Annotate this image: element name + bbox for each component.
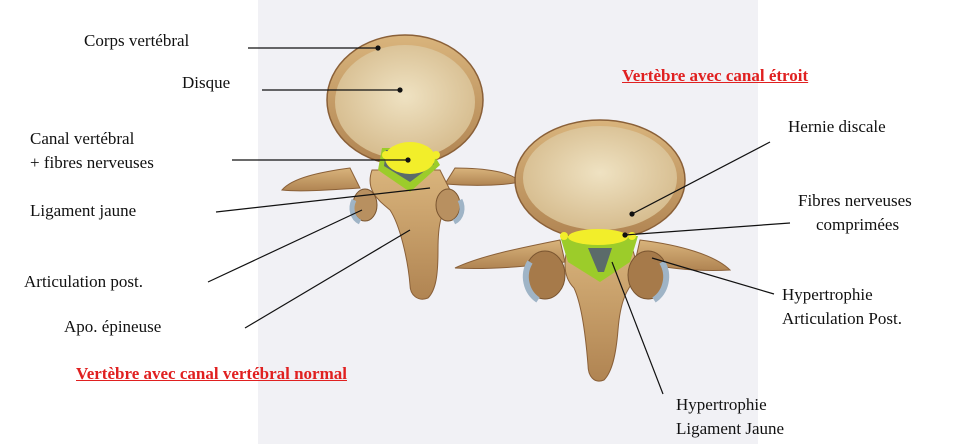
label-apo-epineuse: Apo. épineuse — [64, 316, 161, 338]
label-fibres-nerveuses-1: Fibres nerveuses — [798, 190, 912, 212]
label-hernie-discale: Hernie discale — [788, 116, 886, 138]
title-normal-canal: Vertèbre avec canal vertébral normal — [76, 364, 347, 384]
left-transverse-process — [282, 168, 360, 191]
leader-apo — [245, 230, 410, 328]
label-fibres-comprimees: comprimées — [816, 214, 899, 236]
label-hypertrophie-lig-1: Hypertrophie — [676, 394, 767, 416]
label-fibres-nerveuses: + fibres nerveuses — [30, 152, 154, 174]
right-nerve-root — [432, 151, 440, 159]
disc — [335, 45, 475, 159]
label-articulation-post-2: Articulation Post. — [782, 308, 902, 330]
spinal-canal-nerves — [385, 142, 435, 174]
stenotic-vertebra — [455, 120, 730, 381]
label-canal-vertebral: Canal vertébral — [30, 128, 134, 150]
left-nerve-root — [382, 151, 390, 159]
label-ligament-jaune-2: Ligament Jaune — [676, 418, 784, 440]
title-narrow-canal: Vertèbre avec canal étroit — [622, 66, 808, 86]
right-nerve-root — [628, 232, 636, 240]
right-transverse-process — [445, 168, 520, 185]
left-nerve-root — [560, 232, 568, 240]
leader-lines — [208, 46, 790, 394]
compressed-nerves — [568, 229, 628, 245]
label-ligament-jaune: Ligament jaune — [30, 200, 136, 222]
leader-articulation — [208, 210, 362, 282]
right-facet — [436, 189, 460, 221]
label-corps-vertebral: Corps vertébral — [84, 30, 189, 52]
disc — [523, 126, 677, 230]
label-hypertrophie-art-1: Hypertrophie — [782, 284, 873, 306]
label-articulation-post: Articulation post. — [24, 271, 143, 293]
label-disque: Disque — [182, 72, 230, 94]
